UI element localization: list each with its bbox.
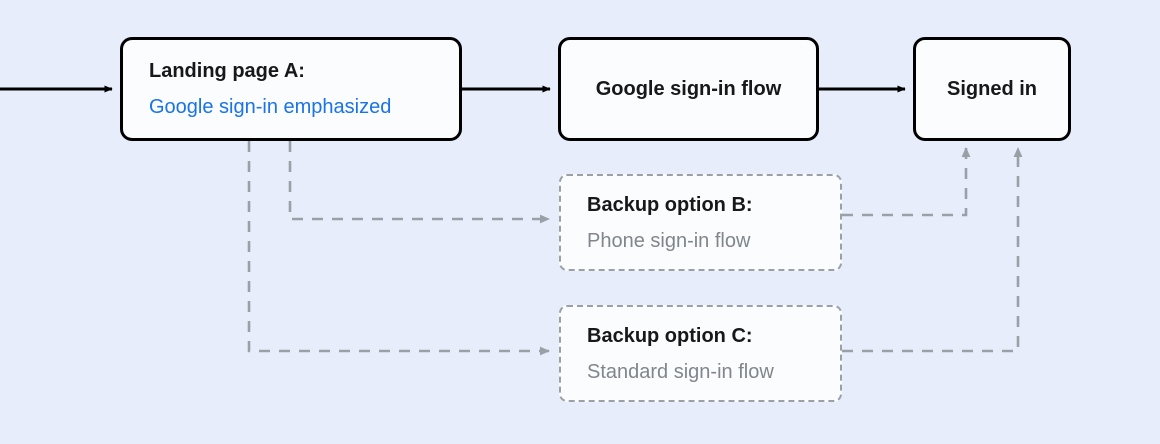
edge-backup-b-to-signedin <box>842 147 971 217</box>
node-signed-in-title: Signed in <box>947 78 1037 100</box>
node-signed-in[interactable]: Signed in <box>913 37 1071 141</box>
node-backup-b-subtitle: Phone sign-in flow <box>587 229 751 252</box>
edge-landing-to-backup-b <box>288 141 550 224</box>
node-landing-page-a[interactable]: Landing page A: Google sign-in emphasize… <box>120 37 462 141</box>
node-backup-c-title: Backup option C: <box>587 324 753 347</box>
node-google-title: Google sign-in flow <box>595 78 782 100</box>
node-landing-title: Landing page A: <box>149 60 305 82</box>
node-landing-subtitle: Google sign-in emphasized <box>149 96 392 118</box>
node-backup-c-subtitle: Standard sign-in flow <box>587 360 774 383</box>
edge-backup-c-to-signedin <box>842 147 1023 353</box>
edge-landing-to-backup-c <box>247 141 550 356</box>
node-backup-option-b[interactable]: Backup option B: Phone sign-in flow <box>559 174 842 271</box>
node-google-sign-in-flow[interactable]: Google sign-in flow <box>558 37 819 141</box>
node-backup-b-title: Backup option B: <box>587 193 753 216</box>
node-backup-option-c[interactable]: Backup option C: Standard sign-in flow <box>559 305 842 402</box>
